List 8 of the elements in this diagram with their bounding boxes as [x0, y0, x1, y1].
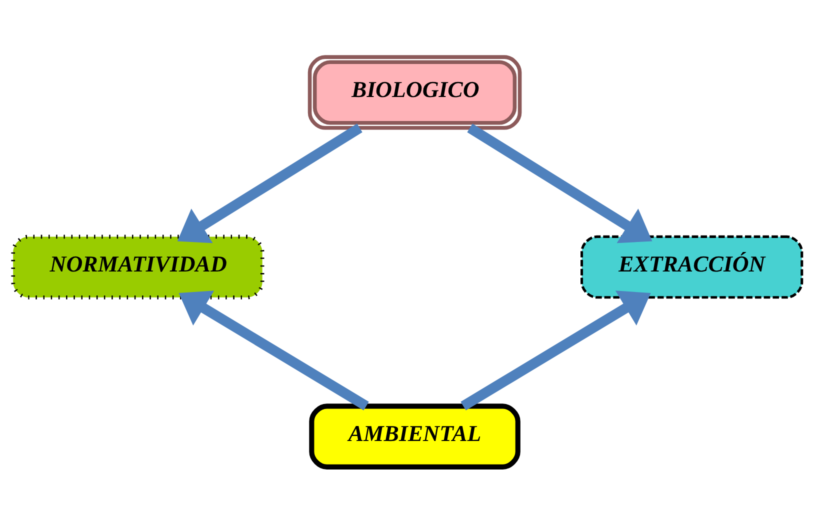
node-box: AMBIENTAL — [309, 403, 520, 469]
arrow — [177, 123, 362, 243]
arrow — [178, 290, 369, 410]
arrow — [460, 290, 651, 410]
node-box: EXTRACCIÓN — [580, 234, 804, 298]
node-box: BIOLOGICO — [308, 54, 522, 130]
arrow — [467, 123, 652, 243]
node-box: NORMATIVIDAD — [11, 234, 264, 299]
